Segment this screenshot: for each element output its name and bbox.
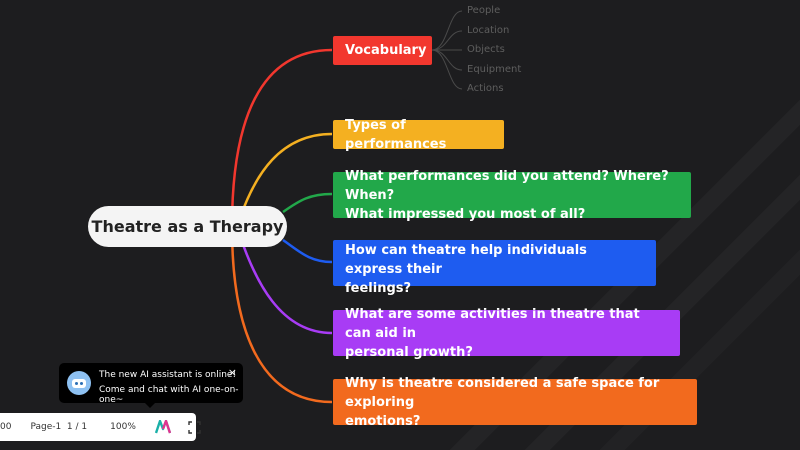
branch-label: Types of performances [345, 117, 447, 152]
toast-line-2: Come and chat with AI one-on-one~ [99, 385, 239, 405]
branch-performances-attended[interactable]: What performances did you attend? Where?… [333, 169, 691, 222]
link-activities [238, 235, 333, 335]
vocab-item-actions[interactable]: Actions [467, 83, 504, 94]
link-safe [230, 226, 333, 404]
page-indicator[interactable]: Page-1 1 / 1 [30, 422, 88, 432]
link-attend [282, 192, 333, 214]
branch-label: What performances did you attend? Where?… [345, 168, 669, 222]
branch-vocabulary[interactable]: Vocabulary [333, 36, 432, 65]
vocab-item-objects[interactable]: Objects [467, 44, 505, 55]
toast-pointer [145, 403, 155, 408]
fullscreen-icon[interactable] [188, 420, 201, 434]
link-types [238, 132, 333, 219]
link-vocabulary [230, 48, 333, 228]
root-label: Theatre as a Therapy [91, 217, 284, 236]
toolbar-value[interactable]: 00 [0, 422, 12, 432]
link-express [282, 238, 333, 264]
bottom-toolbar: 00 Page-1 1 / 1 100% [0, 413, 201, 441]
branch-safe-space[interactable]: Why is theatre considered a safe space f… [333, 376, 697, 429]
robot-avatar-icon [67, 371, 91, 395]
branch-label: What are some activities in theatre that… [345, 306, 640, 360]
branch-label: How can theatre help individuals express… [345, 243, 587, 296]
ai-logo-icon[interactable] [154, 420, 171, 434]
branch-label: Vocabulary [345, 43, 427, 58]
branch-label: Why is theatre considered a safe space f… [345, 375, 660, 429]
root-node[interactable]: Theatre as a Therapy [88, 206, 287, 247]
branch-express-feelings[interactable]: How can theatre help individuals express… [333, 240, 656, 296]
ai-assistant-toast[interactable]: The new AI assistant is online! Come and… [59, 363, 243, 408]
branch-personal-growth[interactable]: What are some activities in theatre that… [333, 307, 680, 360]
close-icon[interactable]: × [227, 366, 237, 379]
branch-types-of-performances[interactable]: Types of performances [333, 118, 504, 152]
zoom-level[interactable]: 100% [110, 422, 136, 432]
vocab-item-location[interactable]: Location [467, 25, 510, 36]
toast-line-1: The new AI assistant is online! [99, 370, 237, 380]
vocab-item-people[interactable]: People [467, 5, 501, 16]
vocab-item-equipment[interactable]: Equipment [467, 64, 522, 75]
